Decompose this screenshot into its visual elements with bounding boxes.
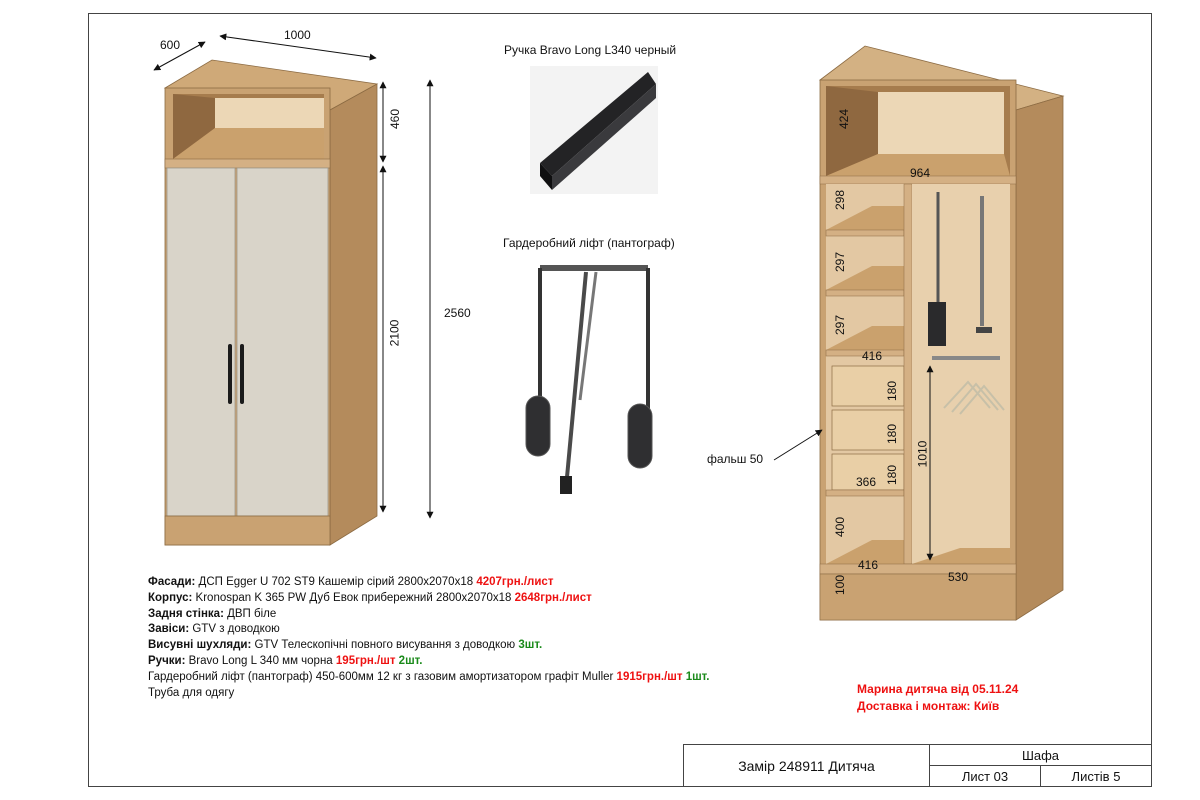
order-client: Марина дитяча від 05.11.24 (857, 682, 1019, 696)
shelf-width-dimension: 416 (862, 349, 883, 363)
handle-image (530, 66, 658, 194)
shelf2-dimension: 297 (833, 251, 848, 273)
shelf3-dimension: 297 (833, 314, 848, 336)
door-handle-right (240, 344, 244, 404)
cabinet-front-view (163, 59, 379, 546)
top-niche-dimension: 424 (837, 108, 852, 130)
bottom-shelf-dimension: 400 (833, 516, 848, 538)
hang-height-dimension: 1010 (915, 440, 930, 468)
plinth-dimension: 100 (833, 574, 848, 596)
width-dimension: 1000 (284, 28, 311, 42)
spec-rod: Труба для одягу (148, 686, 235, 699)
top-width-dimension: 964 (910, 166, 931, 180)
title-measure: Замір 248911 Дитяча (683, 744, 930, 787)
falsh-label: фальш 50 (707, 452, 764, 466)
door-height-dimension: 2100 (387, 319, 402, 347)
handle-caption: Ручка Bravo Long L340 черный (504, 43, 677, 57)
spec-body: Корпус: Kronospan K 365 PW Дуб Евок приб… (148, 591, 592, 604)
drawer-width-dimension: 366 (856, 475, 877, 489)
order-delivery: Доставка і монтаж: Київ (857, 699, 1000, 713)
top-height-dimension: 460 (388, 108, 403, 130)
title-sheets: Листів 5 (1040, 765, 1152, 787)
spec-list: Фасади: ДСП Egger U 702 ST9 Кашемір сіри… (148, 575, 710, 701)
bottom-width-dimension: 416 (858, 558, 879, 572)
spec-handles: Ручки: Bravo Long L 340 мм чорна 195грн.… (148, 654, 423, 667)
lift-caption: Гардеробний ліфт (пантограф) (503, 236, 675, 250)
drawer3-dimension: 180 (885, 464, 900, 486)
spec-drawers: Висувні шухляди: GTV Телескопічні повног… (148, 639, 543, 652)
title-item: Шафа (929, 744, 1152, 766)
spec-back-wall: Задня стінка: ДВП біле (148, 607, 277, 620)
front-dimension-lines (153, 33, 434, 519)
lift-image (525, 265, 653, 494)
order-info: Марина дитяча від 05.11.24 Доставка і мо… (857, 681, 1018, 715)
depth-dimension: 600 (160, 38, 181, 52)
drawer1-dimension: 180 (885, 380, 900, 402)
shelf1-dimension: 298 (833, 189, 848, 211)
left-door (166, 167, 236, 517)
title-sheet: Лист 03 (929, 765, 1041, 787)
spec-facades: Фасади: ДСП Egger U 702 ST9 Кашемір сіри… (148, 576, 554, 588)
drawer2-dimension: 180 (885, 423, 900, 445)
spec-lift: Гардеробний ліфт (пантограф) 450-600мм 1… (148, 670, 710, 683)
door-handle-left (228, 344, 232, 404)
title-block: Замір 248911 Дитяча Шафа Лист 03 Листів … (683, 744, 1152, 787)
cabinet-interior-view (819, 45, 1065, 621)
interior-dimension-lines (773, 365, 934, 561)
drawing-frame (88, 13, 1152, 787)
total-height-dimension: 2560 (444, 306, 471, 320)
right-bottom-width-dimension: 530 (948, 570, 969, 584)
spec-hinges: Завіси: GTV з доводкою (148, 623, 280, 636)
right-door (236, 167, 329, 517)
